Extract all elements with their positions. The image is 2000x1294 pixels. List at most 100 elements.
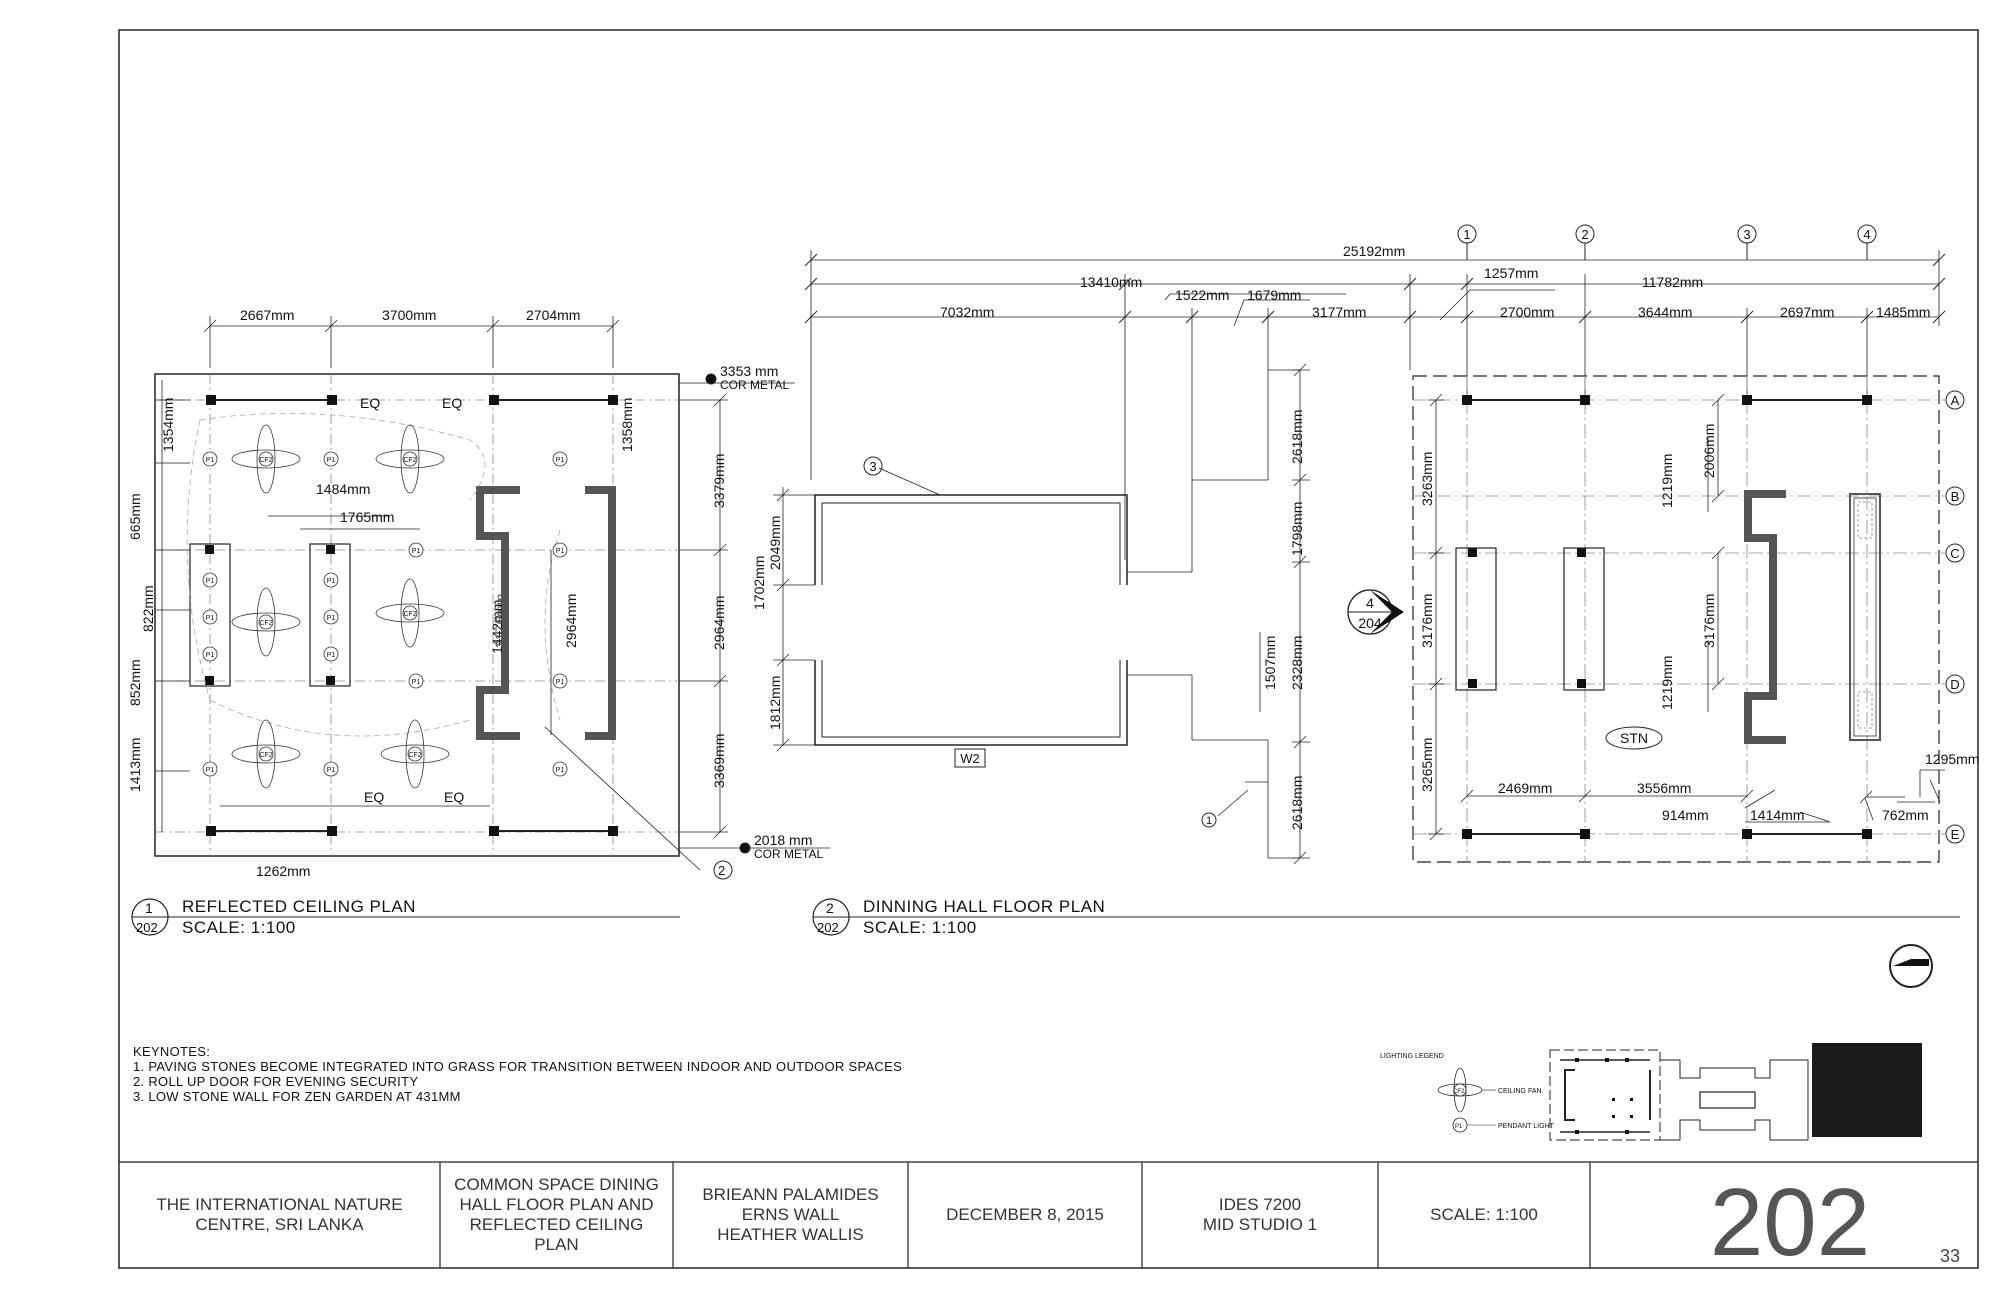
metal-marker-bottom	[739, 842, 751, 854]
fp-dim-1295: 1295mm	[1925, 751, 1979, 767]
fp-building-bottom-dims	[1460, 769, 1945, 823]
sheet-border	[118, 29, 1979, 1269]
rcp-columns	[205, 395, 618, 836]
key-plan-filled-block	[1812, 1043, 1922, 1137]
legend-fan-tag: CF2	[1453, 1089, 1465, 1095]
fp-dim-1219-bottom: 1219mm	[1659, 656, 1675, 710]
grid-row-a: A	[1951, 393, 1960, 408]
title-block-scale: SCALE: 1:100	[1430, 1205, 1538, 1224]
fp-dim-2618-bottom: 2618mm	[1289, 776, 1305, 830]
fp-dim-1414: 1414mm	[1750, 807, 1804, 823]
rcp-tag-p1: P1	[206, 578, 215, 585]
rcp-dim-right-3: 3369mm	[711, 734, 727, 788]
rcp-dim-1358: 1358mm	[619, 398, 635, 452]
lighting-legend	[1437, 1067, 1496, 1133]
fp-dim-3177: 3177mm	[1312, 304, 1366, 320]
title-block-sheet-title: COMMON SPACE DINING HALL FLOOR PLAN AND …	[454, 1175, 659, 1254]
legend-fan-label: CEILING FAN	[1498, 1088, 1542, 1095]
fp-dim-1485: 1485mm	[1876, 304, 1930, 320]
rcp-dim-3176-overlap: 3176mm	[492, 594, 508, 648]
fp-dim-762: 762mm	[1882, 807, 1929, 823]
fp-stn-label: STN	[1620, 730, 1648, 746]
rcp-tag-p1: P1	[327, 457, 336, 464]
rcp-tag-cf2: CF2	[408, 752, 421, 759]
plan1-number: 1	[145, 900, 153, 916]
fp-middle-dims	[1259, 363, 1310, 865]
legend-pendant-label: PENDANT LIGHT	[1498, 1123, 1555, 1130]
grid-row-c: C	[1950, 546, 1959, 561]
rcp-metal-top-value: 3353 mm	[720, 363, 778, 379]
rcp-tag-p1: P1	[206, 615, 215, 622]
fp-dim-3644: 3644mm	[1638, 304, 1692, 320]
title-block-project: THE INTERNATIONAL NATURE CENTRE, SRI LAN…	[156, 1195, 403, 1234]
grid-col-1: 1	[1463, 227, 1470, 242]
rcp-bench-2	[309, 543, 351, 687]
fp-dim-1507: 1507mm	[1262, 636, 1278, 690]
rcp-dim-top-3: 2704mm	[526, 307, 580, 323]
fp-dim-1679: 1679mm	[1247, 287, 1301, 303]
rcp-dim-1765: 1765mm	[340, 509, 394, 525]
rcp-eq-1: EQ	[360, 395, 380, 411]
fp-dim-1702: 1702mm	[751, 556, 767, 610]
plan2-title: DINNING HALL FLOOR PLAN	[863, 897, 1105, 916]
rcp-tag-p1: P1	[327, 578, 336, 585]
fp-top-dims	[810, 250, 1940, 560]
rcp-tag-p1: P1	[327, 652, 336, 659]
rcp-outline	[154, 373, 680, 857]
rcp-tag-cf2: CF2	[259, 752, 272, 759]
rcp-tag-p1: P1	[556, 679, 565, 686]
plan2-number: 2	[826, 900, 834, 916]
fp-hall-wall-top	[814, 494, 1128, 585]
fp-grid-row-bubbles	[1945, 390, 1965, 844]
rcp-dim-1262: 1262mm	[256, 863, 310, 879]
keynotes: KEYNOTES: 1. PAVING STONES BECOME INTEGR…	[133, 1044, 902, 1104]
fp-grid-col-bubbles	[1457, 224, 1877, 260]
rcp-dim-left-4: 852mm	[127, 659, 143, 706]
fp-dim-3556: 3556mm	[1637, 780, 1691, 796]
fp-bench-1	[1455, 547, 1497, 691]
rcp-tag-p1: P1	[556, 548, 565, 555]
fp-grid-lines	[1413, 376, 1945, 862]
rcp-metal-bottom-label: COR METAL	[754, 847, 823, 861]
plan1-title-block: 1 202 REFLECTED CEILING PLAN SCALE: 1:10…	[136, 897, 415, 937]
rcp-tag-p1: P1	[327, 767, 336, 774]
page-number: 33	[1940, 1246, 1961, 1266]
rcp-dim-right-2: 2964mm	[711, 596, 727, 650]
title-block-grid	[439, 1162, 1591, 1268]
fp-callout-3-text: 3	[869, 459, 876, 474]
fp-dim-7032: 7032mm	[940, 304, 994, 320]
fp-dim-2049: 2049mm	[767, 516, 783, 570]
fp-dim-3263: 3263mm	[1419, 452, 1435, 506]
title-block-date: DECEMBER 8, 2015	[946, 1205, 1104, 1224]
rcp-c-wall-left	[476, 486, 520, 740]
fp-dim-1522: 1522mm	[1175, 287, 1229, 303]
fp-wall-tag: W2	[960, 751, 980, 766]
fp-building-vertical-dims	[1428, 393, 1725, 841]
grid-col-2: 2	[1581, 227, 1588, 242]
rcp-dim-1484: 1484mm	[316, 481, 370, 497]
fp-hall-left-dims	[773, 487, 815, 752]
fp-dim-overall: 25192mm	[1343, 243, 1405, 259]
rcp-tag-p1: P1	[412, 548, 421, 555]
rcp-c-wall-right	[585, 486, 616, 740]
fp-callout-1-circle	[1201, 812, 1217, 828]
rcp-tag-p1: P1	[206, 652, 215, 659]
fp-dim-2618-top: 2618mm	[1289, 410, 1305, 464]
fp-section-ref: 204	[1358, 615, 1382, 631]
fp-dim-2700: 2700mm	[1500, 304, 1554, 320]
rcp-eq-4: EQ	[444, 789, 464, 805]
rcp-eq-2: EQ	[442, 395, 462, 411]
keynote-item-2: 2. ROLL UP DOOR FOR EVENING SECURITY	[133, 1074, 419, 1089]
fp-pathway-lines	[1127, 369, 1300, 859]
fp-dim-1798: 1798mm	[1289, 502, 1305, 556]
sheet-number: 202	[1709, 1169, 1871, 1276]
rcp-tag-p1: P1	[327, 615, 336, 622]
lighting-legend-text: LIGHTING LEGEND CF2 CEILING FAN P1 PENDA…	[1380, 1053, 1555, 1130]
fp-dim-2006: 2006mm	[1701, 424, 1717, 478]
fp-c-wall	[1744, 490, 1786, 744]
grid-col-4: 4	[1863, 227, 1870, 242]
rcp-fixture-tags: P1 P1 P1 P1 P1 P1 P1 P1 P1 P1 P1 P1 P1 P…	[206, 457, 565, 774]
grid-row-e: E	[1951, 827, 1960, 842]
fp-dim-2697: 2697mm	[1780, 304, 1834, 320]
plan1-sheet-ref: 202	[136, 920, 158, 935]
